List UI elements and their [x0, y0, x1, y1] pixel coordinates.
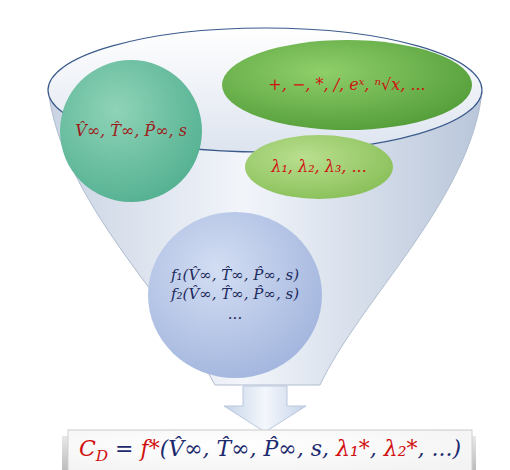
node-text: f₁(V̂∞, T̂∞, P̂∞, s) — [171, 266, 299, 286]
node-text: CD = f*(V̂∞, T̂∞, P̂∞, s, λ₁*, λ₂*, ...) — [79, 435, 461, 466]
node-text: V̂∞, T̂∞, P̂∞, s — [75, 121, 187, 142]
result-equation: CD = f*(V̂∞, T̂∞, P̂∞, s, λ₁*, λ₂*, ...) — [68, 430, 472, 470]
function-circle: f₁(V̂∞, T̂∞, P̂∞, s)f₂(V̂∞, T̂∞, P̂∞, s)… — [148, 212, 322, 378]
output-arrow — [224, 386, 306, 432]
operator-ellipse: +, −, *, /, eˣ, ⁿ√x, ... — [222, 40, 472, 130]
constant-ellipse: λ₁, λ₂, λ₃, ... — [245, 135, 393, 199]
input-circle: V̂∞, T̂∞, P̂∞, s — [60, 60, 202, 202]
node-text: f₂(V̂∞, T̂∞, P̂∞, s) — [171, 285, 299, 305]
node-text: ... — [228, 305, 242, 325]
node-text: +, −, *, /, eˣ, ⁿ√x, ... — [268, 75, 425, 96]
node-text: λ₁, λ₂, λ₃, ... — [271, 157, 366, 178]
